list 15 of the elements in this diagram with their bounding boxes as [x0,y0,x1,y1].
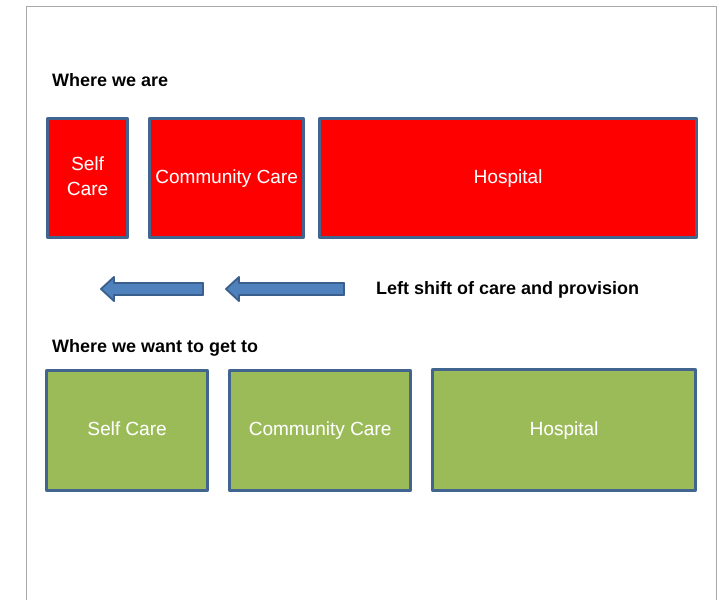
section-heading: Where we are [52,70,168,91]
care-box [431,368,697,492]
care-box [46,117,129,239]
box-label: Self Care [87,418,167,442]
care-box [45,369,209,492]
box-label: Hospital [474,166,542,190]
care-box [148,117,305,239]
care-box [318,117,698,239]
box-label: Self Care [66,153,110,202]
box-label: Community Care [155,166,298,190]
caption-text: Left shift of care and provision [376,278,640,299]
section-heading: Where we want to get to [52,336,258,357]
box-label: Community Care [248,418,392,442]
box-label: Hospital [530,418,598,442]
care-box [228,369,412,492]
